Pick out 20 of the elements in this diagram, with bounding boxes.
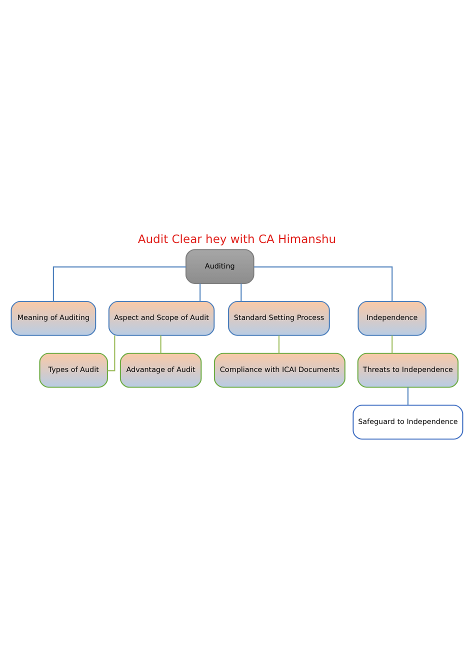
connector (254, 266, 393, 301)
connector (392, 334, 393, 353)
node-box: Safeguard to Independence (352, 404, 464, 440)
diagram-title: Audit Clear hey with CA Himanshu (138, 231, 336, 246)
node-box: Standard Setting Process (228, 300, 330, 336)
node-box: Auditing (185, 248, 254, 284)
node-box: Advantage of Audit (120, 352, 202, 388)
connector (407, 386, 408, 404)
node-box: Independence (358, 300, 426, 336)
node-box: Threats to Independence (357, 352, 459, 388)
node-box: Compliance with ICAI Documents (214, 352, 346, 388)
node-box: Meaning of Auditing (10, 300, 96, 336)
connector (240, 283, 242, 301)
connector (52, 266, 186, 301)
node-box: Aspect and Scope of Audit (108, 300, 215, 336)
node-box: Types of Audit (39, 352, 108, 388)
connector (108, 335, 116, 371)
connector (278, 334, 280, 353)
connector (160, 334, 162, 353)
connector (200, 283, 201, 301)
